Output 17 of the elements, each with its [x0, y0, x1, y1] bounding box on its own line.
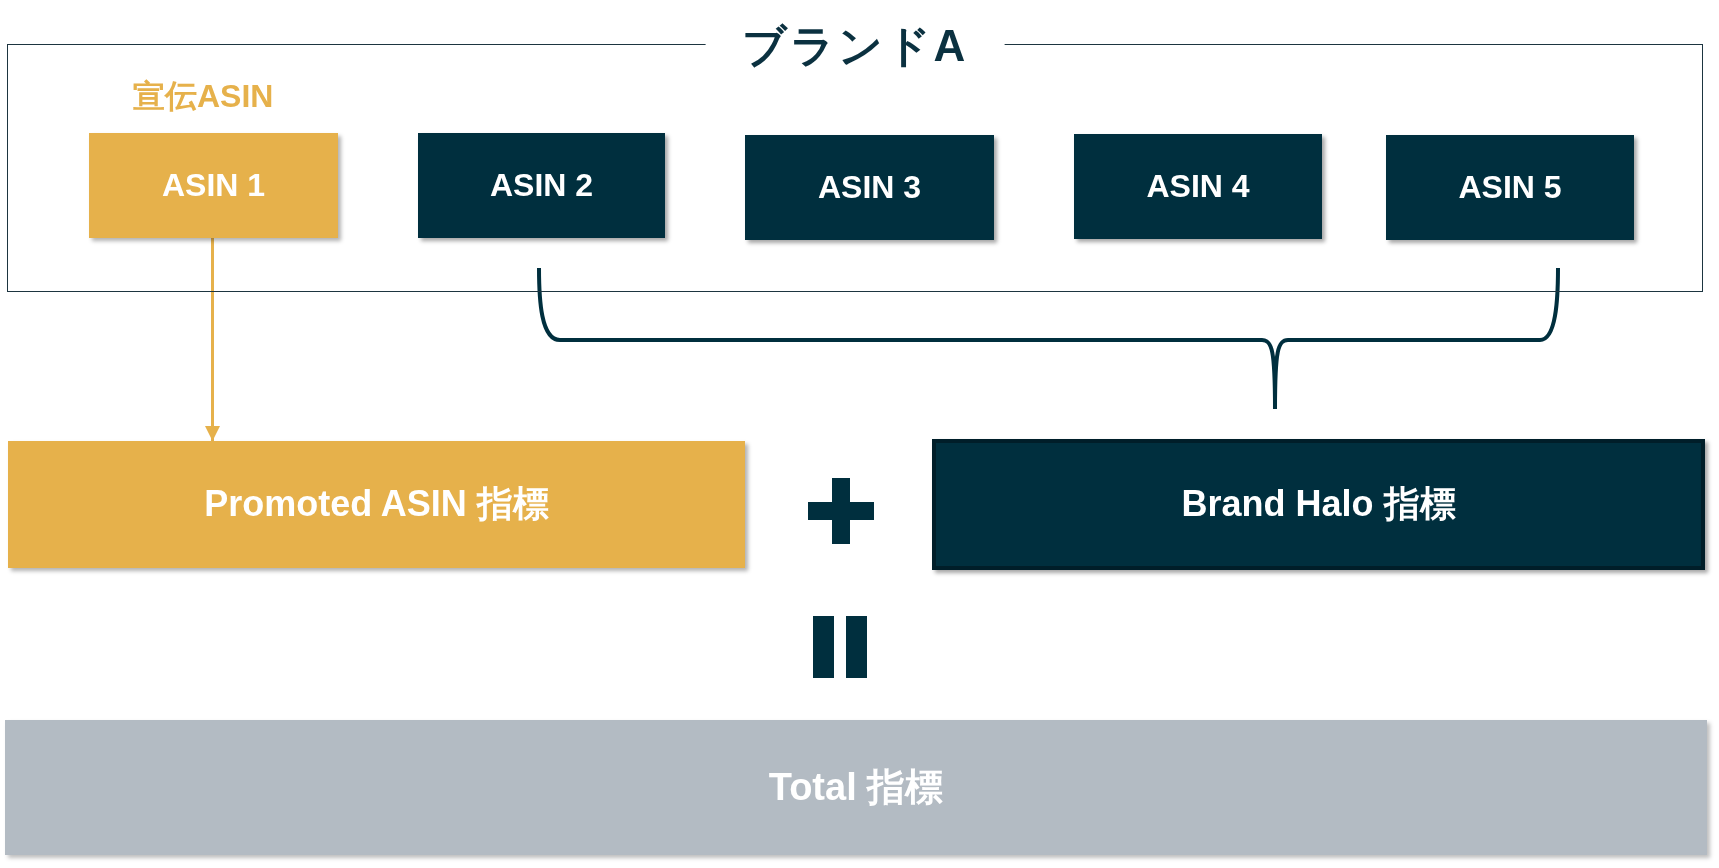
box-label: Total 指標 [768, 765, 944, 810]
asin-box [1386, 135, 1634, 240]
box-caption: 宣伝ASIN [133, 77, 274, 116]
asin-box [745, 135, 994, 240]
metric-box [8, 441, 745, 568]
metric-box [932, 439, 1705, 570]
box-label: ASIN 3 [817, 169, 922, 206]
total-metric-box [5, 720, 1707, 855]
box-label: ASIN 5 [1458, 169, 1562, 206]
box-label: ASIN 4 [1146, 168, 1250, 205]
box-label: ASIN 1 [161, 167, 266, 204]
asin-box [418, 133, 665, 238]
box-label: Promoted ASIN 指標 [204, 482, 549, 526]
arrow [205, 237, 220, 441]
asin-box [1074, 134, 1322, 239]
box-label: ASIN 2 [489, 167, 594, 204]
box-label: Brand Halo 指標 [1181, 482, 1456, 526]
